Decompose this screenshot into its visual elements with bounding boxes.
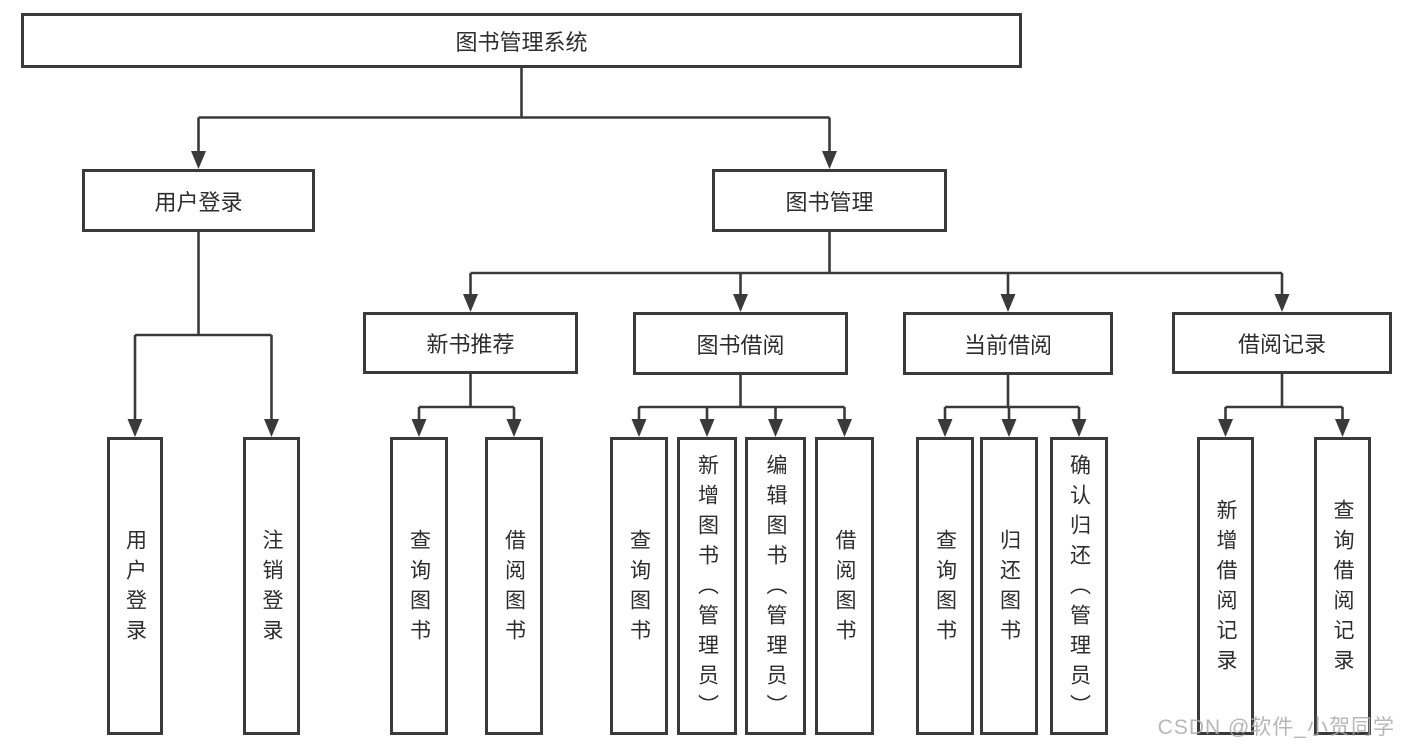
node-return-books: 归还图书 [980, 437, 1038, 735]
node-query-books-recommend: 查询图书 [390, 437, 448, 735]
node-book-management: 图书管理 [712, 169, 947, 232]
node-current-borrow: 当前借阅 [903, 312, 1113, 375]
node-edit-book-admin: 编辑图书（管理员） [745, 437, 806, 735]
arrowheads [127, 151, 1350, 437]
node-query-borrow-record: 查询借阅记录 [1314, 437, 1371, 735]
node-add-book-admin: 新增图书（管理员） [677, 437, 737, 735]
node-add-borrow-record: 新增借阅记录 [1197, 437, 1254, 735]
node-library-management-system: 图书管理系统 [21, 13, 1022, 68]
node-user-login: 用户登录 [82, 169, 315, 232]
node-user-login-leaf: 用户登录 [107, 437, 163, 735]
node-query-books-borrow: 查询图书 [610, 437, 668, 735]
node-logout-leaf: 注销登录 [243, 437, 300, 735]
watermark: CSDN @软件_小贺同学 [1157, 716, 1395, 739]
node-borrow-books-leaf: 借阅图书 [815, 437, 874, 735]
node-query-books-current: 查询图书 [916, 437, 974, 735]
node-borrow-records: 借阅记录 [1172, 312, 1392, 374]
node-new-book-recommend: 新书推荐 [363, 312, 578, 374]
node-confirm-return-admin: 确认归还（管理员） [1050, 437, 1108, 735]
node-borrow-books-recommend: 借阅图书 [485, 437, 543, 735]
node-book-borrow: 图书借阅 [633, 312, 848, 375]
